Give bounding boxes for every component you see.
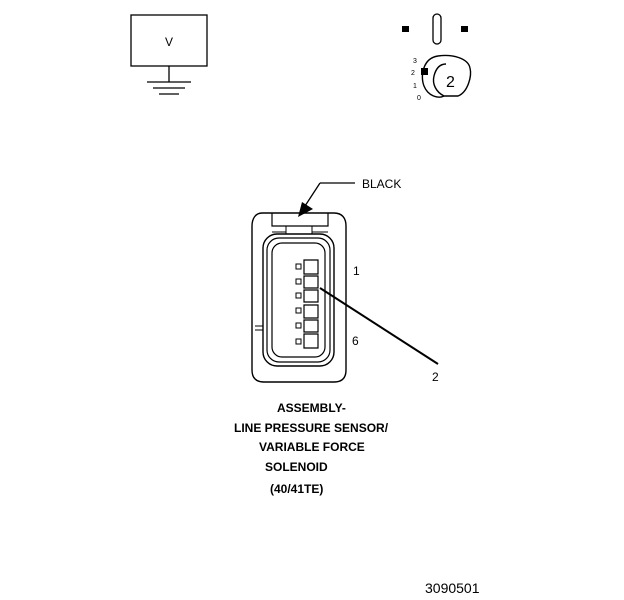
ground-icon: [147, 81, 191, 95]
arrow-head-icon: [298, 202, 313, 217]
terminal-cavity: [295, 304, 319, 319]
terminal-cavity: [295, 333, 319, 349]
callout-2: 2: [319, 287, 439, 384]
key-position-label: 2: [411, 70, 415, 77]
pin-first-label: 1: [353, 264, 360, 278]
title-line: LINE PRESSURE SENSOR/: [234, 421, 389, 435]
terminal-cavity: [295, 275, 319, 289]
key-position-label: 1: [413, 83, 417, 90]
connector-body: [251, 212, 347, 383]
pin-last-label: 6: [352, 334, 359, 348]
key-position-label: 0: [417, 95, 421, 102]
figure-id: 3090501: [425, 580, 480, 596]
wire-color-label: BLACK: [362, 177, 401, 191]
key-slot-icon: [432, 13, 442, 45]
title-line: VARIABLE FORCE: [259, 440, 365, 454]
terminal-cavity: [295, 319, 319, 333]
terminal-cavity: [295, 259, 319, 275]
key-number-label: 2: [446, 74, 455, 91]
title-line: (40/41TE): [270, 482, 323, 496]
wire-color-callout: BLACK: [298, 177, 401, 217]
voltmeter-label: V: [165, 35, 173, 49]
assembly-title: ASSEMBLY- LINE PRESSURE SENSOR/ VARIABLE…: [234, 401, 389, 496]
ignition-key-icon: 3 2 1 0 2: [402, 13, 472, 102]
voltmeter-ground-symbol: V: [130, 14, 208, 95]
terminal-cavity: [295, 289, 319, 303]
title-line: ASSEMBLY-: [277, 401, 346, 415]
callout-number-label: 2: [432, 370, 439, 384]
terminal-cavities: [295, 259, 319, 349]
title-line: SOLENOID: [265, 460, 328, 474]
key-position-label: 3: [413, 58, 417, 65]
